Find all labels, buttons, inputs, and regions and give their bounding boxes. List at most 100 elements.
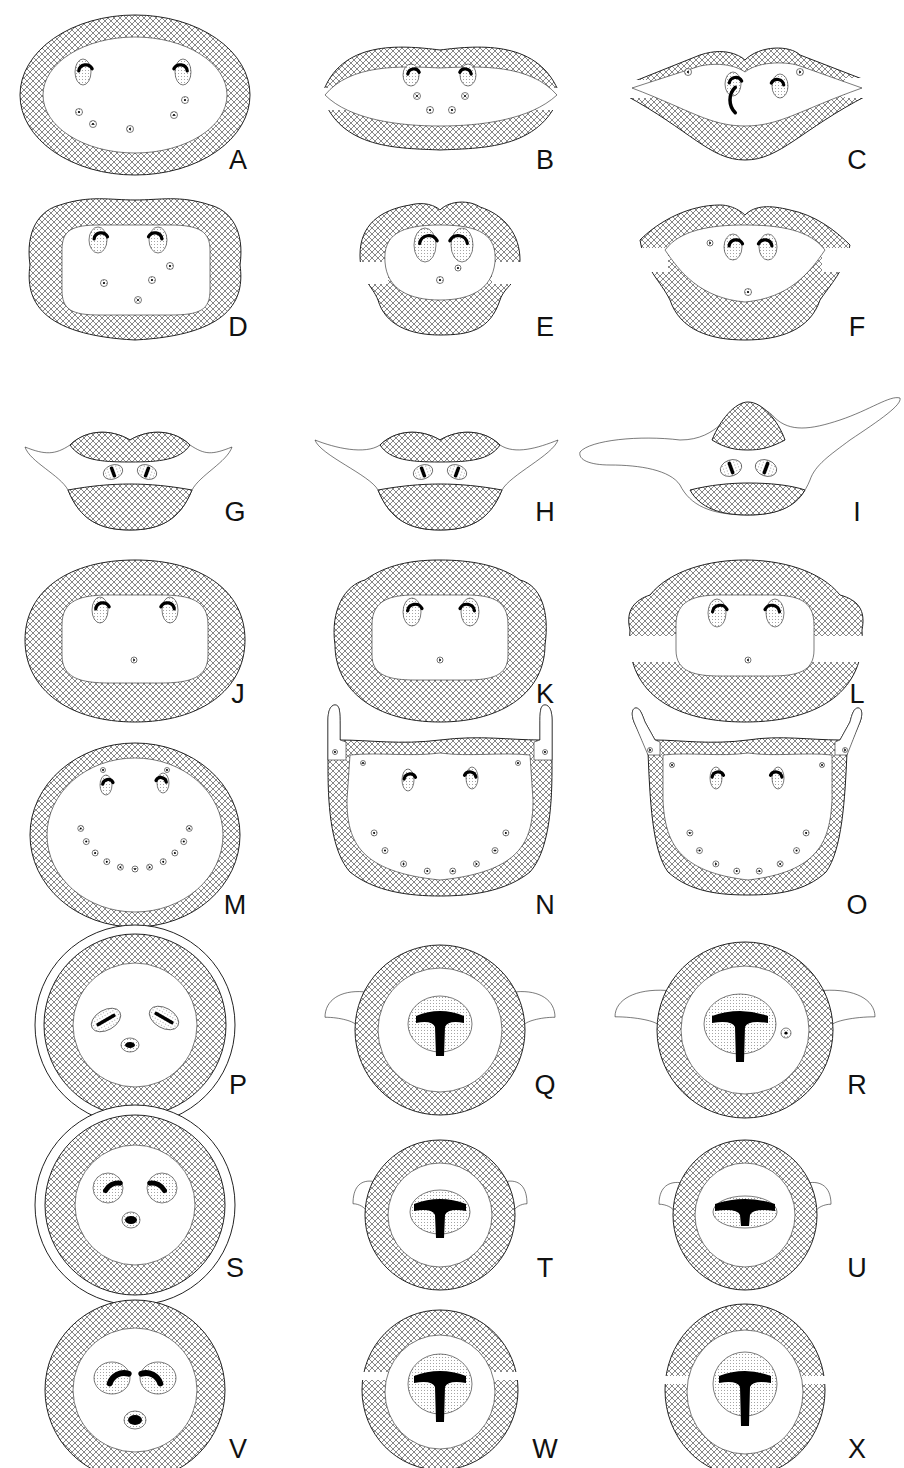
- vascular-bundle: [75, 59, 91, 85]
- vascular-bundle: [87, 1003, 125, 1036]
- xylem-dot: [78, 111, 80, 113]
- tissue-gap: [822, 248, 852, 272]
- vascular-bundle: [473, 861, 479, 867]
- vascular-bundle: [492, 848, 498, 854]
- xylem-dot: [715, 863, 717, 865]
- vascular-bundle: [781, 1028, 791, 1038]
- vascular-bundle: [543, 750, 548, 755]
- xylem-tee: [414, 1199, 466, 1238]
- tissue-outline: [625, 48, 870, 160]
- tissue-outline: [62, 225, 210, 315]
- xylem-arc: [765, 605, 779, 611]
- vascular-bundle: [145, 1001, 183, 1034]
- vascular-bundle: [122, 1212, 140, 1228]
- vascular-bundle: [449, 107, 456, 114]
- panel-letter: T: [537, 1255, 554, 1282]
- vascular-bundle: [503, 830, 509, 836]
- xylem-dot: [464, 95, 466, 97]
- vascular-bundle: [140, 1362, 176, 1394]
- tissue-outline: [835, 708, 862, 755]
- tissue-outline: [35, 1105, 235, 1305]
- panel-letter: O: [846, 892, 867, 919]
- xylem-dot: [85, 841, 87, 843]
- tissue-outline: [45, 1115, 225, 1295]
- xylem-dot: [125, 1042, 135, 1048]
- panel-letter: X: [848, 1436, 866, 1463]
- vascular-bundle: [460, 64, 476, 86]
- tissue-outline: [347, 753, 533, 880]
- xylem-dot: [129, 128, 131, 130]
- vascular-bundle: [131, 657, 137, 663]
- tissue-gap: [356, 262, 388, 284]
- tissue-outline: [47, 758, 223, 912]
- xylem-dot: [796, 850, 798, 852]
- xylem-dot: [184, 99, 186, 101]
- xylem-dot: [103, 282, 105, 284]
- xylem-dot: [134, 868, 136, 870]
- vascular-bundle: [92, 850, 98, 856]
- vascular-bundle: [117, 864, 123, 870]
- xylem-arc: [408, 69, 419, 74]
- xylem-dot: [384, 850, 386, 852]
- vascular-bundle: [78, 825, 84, 831]
- vascular-bundle: [186, 825, 192, 831]
- xylem-arc: [408, 604, 422, 610]
- tissue-outline: [25, 432, 232, 530]
- tissue-outline: [663, 753, 832, 880]
- vascular-bundle: [171, 112, 178, 119]
- panel-letter: D: [228, 314, 248, 341]
- xylem-dot: [362, 762, 364, 764]
- vascular-bundle: [797, 69, 804, 76]
- vascular-bundle: [745, 657, 751, 663]
- vascular-bundle: [794, 848, 800, 854]
- panel-letter: H: [535, 499, 555, 526]
- xylem-dot: [687, 71, 689, 73]
- tissue-outline: [68, 484, 192, 530]
- vascular-bundle: [149, 227, 167, 253]
- panel-letter: V: [229, 1436, 247, 1463]
- vascular-bundle: [424, 868, 430, 874]
- vascular-bundle: [753, 457, 779, 480]
- xylem-dot: [799, 71, 801, 73]
- panel-letter: K: [536, 681, 554, 708]
- vascular-bundle: [167, 263, 174, 270]
- vascular-bundle: [160, 859, 166, 865]
- vascular-bundle: [450, 868, 456, 874]
- tissue-outline: [334, 560, 546, 722]
- panel-letter: N: [535, 892, 555, 919]
- panel-letter: L: [849, 681, 864, 708]
- panel-letter: M: [224, 892, 247, 919]
- vascular-bundle: [149, 277, 156, 284]
- vascular-bundle: [414, 93, 421, 100]
- panel-letter: I: [853, 499, 861, 526]
- xylem-dot: [94, 852, 96, 854]
- panel-letter: B: [536, 147, 554, 174]
- panel-letter: E: [536, 314, 554, 341]
- tissue-outline: [385, 1335, 495, 1449]
- xylem-dot: [416, 95, 418, 97]
- xylem-arc: [460, 604, 474, 610]
- vascular-bundle: [455, 265, 461, 271]
- xylem-arc: [156, 778, 166, 783]
- xylem-dot: [821, 764, 823, 766]
- vascular-bundle: [181, 839, 187, 845]
- xylem-arc: [404, 774, 415, 779]
- vascular-bundle: [101, 280, 108, 287]
- tissue-outline: [35, 925, 235, 1125]
- vascular-bundle: [147, 1173, 177, 1203]
- vascular-bundle: [437, 277, 444, 284]
- tissue-outline: [687, 1330, 803, 1454]
- xylem-arc: [730, 87, 735, 112]
- xylem-dot: [475, 863, 477, 865]
- panel-letter: Q: [534, 1072, 555, 1099]
- tissue-outline: [632, 63, 862, 126]
- vascular-bundle: [445, 462, 469, 482]
- tissue-outline: [673, 1140, 817, 1290]
- xylem-arc: [758, 240, 771, 246]
- vascular-bundle: [756, 868, 762, 874]
- xylem-dot: [334, 751, 336, 753]
- vascular-bundle: [172, 850, 178, 856]
- vascular-bundle: [427, 107, 434, 114]
- xylem-arc: [94, 233, 107, 239]
- tissue-outline: [380, 432, 500, 462]
